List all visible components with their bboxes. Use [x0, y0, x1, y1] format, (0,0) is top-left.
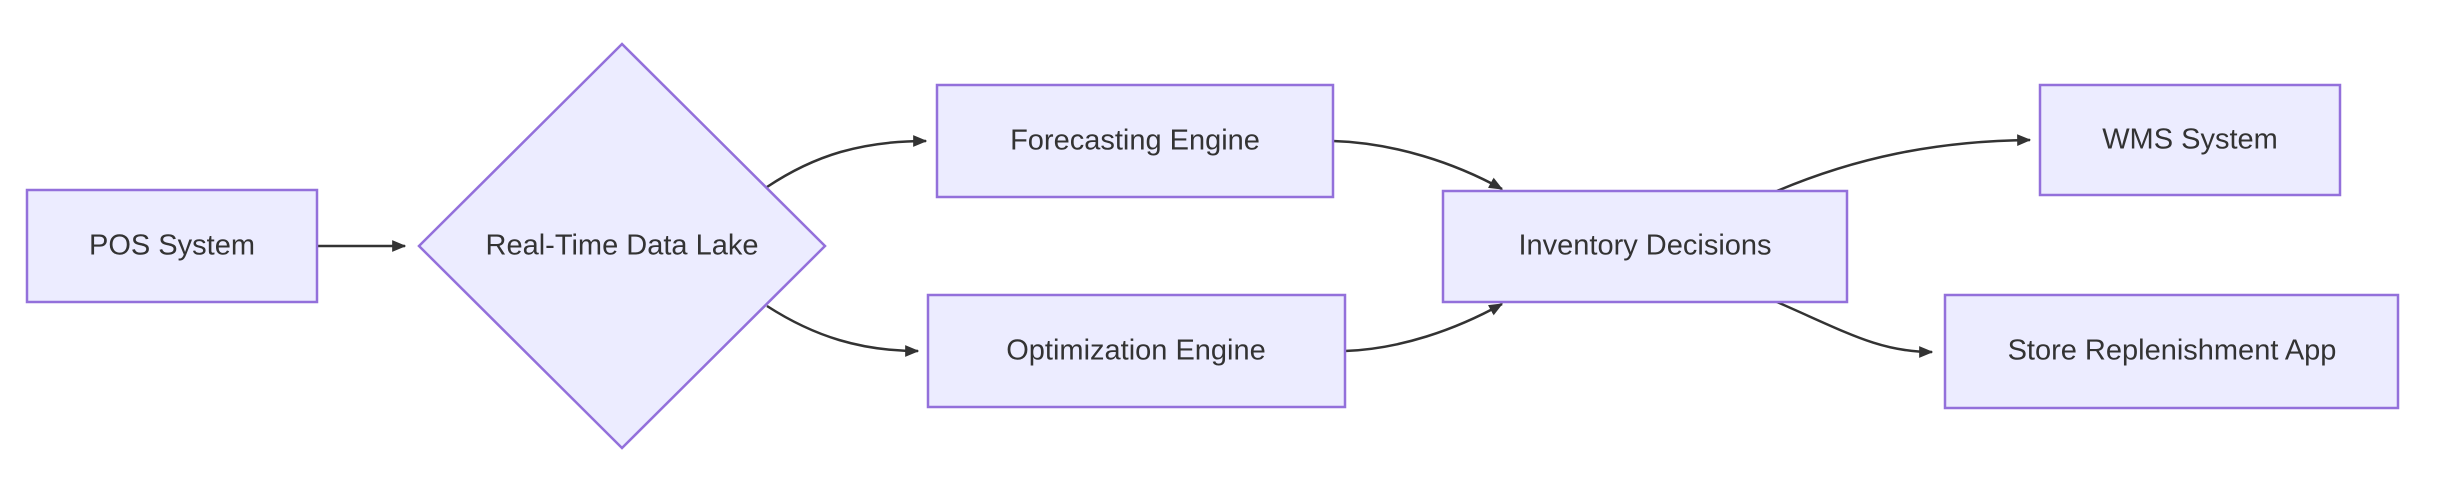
node-real-time-data-lake [417, 42, 827, 450]
edge-forecast-to-inventory [1332, 139, 1504, 191]
node-store-replenishment-app [1943, 293, 2400, 410]
node-inventory-decisions [1441, 189, 1849, 304]
node-label-pos-system: POS System [89, 229, 255, 262]
node-pos-system [25, 188, 319, 304]
edge-optimize-to-inventory [1344, 302, 1504, 353]
node-label-inventory-decisions: Inventory Decisions [1518, 229, 1772, 262]
edge-lake-to-forecast [766, 135, 928, 189]
edge-lake-to-optimize [766, 304, 920, 357]
edge-inventory-to-wms [1776, 134, 2032, 193]
node-optimization-engine [926, 293, 1347, 409]
node-label-store-replenishment-app: Store Replenishment App [2007, 334, 2337, 367]
node-forecasting-engine [935, 83, 1335, 199]
node-label-wms-system: WMS System [2102, 123, 2278, 156]
node-label-forecasting-engine: Forecasting Engine [1010, 124, 1260, 157]
node-wms-system [2038, 83, 2342, 197]
node-label-optimization-engine: Optimization Engine [1006, 334, 1266, 367]
edge-inventory-to-store [1776, 300, 1934, 358]
node-label-real-time-data-lake: Real-Time Data Lake [485, 229, 759, 262]
